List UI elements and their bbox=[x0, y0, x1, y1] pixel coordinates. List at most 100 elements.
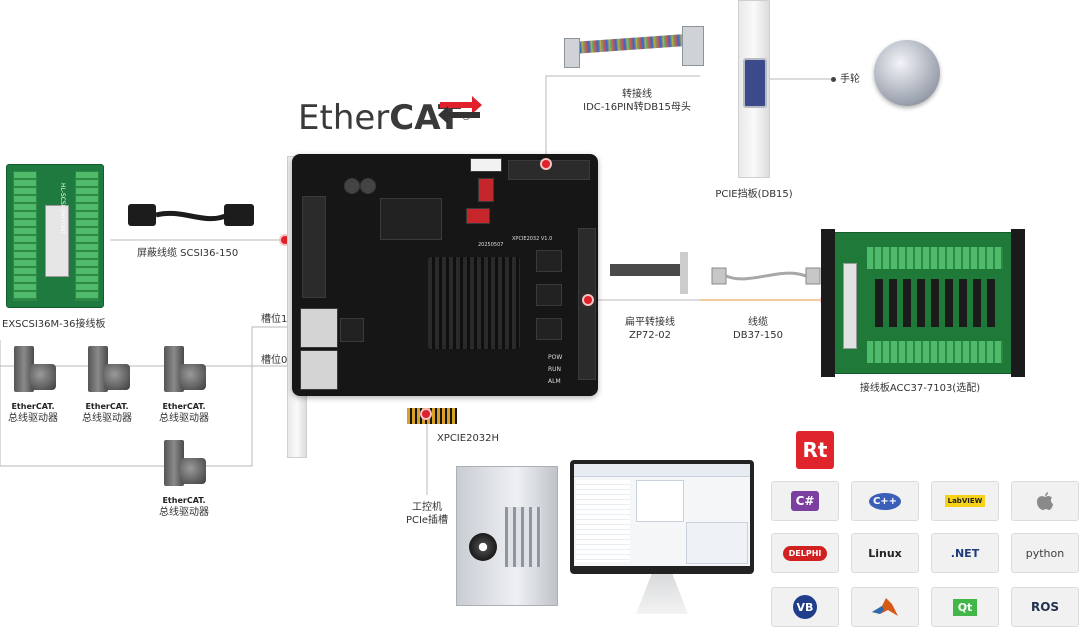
acc37-label: 接线板ACC37-7103(选配) bbox=[859, 383, 981, 394]
driver-2-brand: EtherCAT. bbox=[85, 402, 129, 411]
driver-2-label: 总线驱动器 bbox=[82, 413, 132, 424]
acc37-db37 bbox=[843, 263, 857, 349]
led-pow-label: POW bbox=[548, 354, 563, 361]
acc37-chips bbox=[875, 279, 999, 327]
tile-delphi: DELPHI bbox=[771, 533, 839, 573]
adapter-label-line1: 转接线 bbox=[622, 89, 652, 100]
tile-vb-text: VB bbox=[793, 595, 817, 619]
slot1-label: 槽位1 bbox=[261, 314, 288, 325]
ipc-tower bbox=[456, 466, 558, 606]
cap-2 bbox=[360, 178, 376, 194]
screen-panel bbox=[686, 522, 748, 564]
adapter-label-line2: IDC-16PIN转DB15母头 bbox=[583, 102, 691, 113]
flat-cable-label-line1: 扁平转接线 bbox=[625, 317, 675, 328]
ic-2 bbox=[536, 250, 562, 272]
tile-apple bbox=[1011, 481, 1079, 521]
driver-3-brand: EtherCAT. bbox=[162, 402, 206, 411]
db-header bbox=[578, 228, 596, 380]
tile-dotnet: .NET bbox=[931, 533, 999, 573]
fpga-heatsink bbox=[428, 257, 520, 349]
slot0-label: 槽位0 bbox=[261, 355, 288, 366]
flat-cable-label-line2: ZP72-02 bbox=[629, 330, 671, 341]
tile-csharp: C# bbox=[771, 481, 839, 521]
driver-2 bbox=[88, 346, 130, 396]
ethercat-logo: EtherCAT® bbox=[298, 96, 482, 138]
driver-4-label: 总线驱动器 bbox=[159, 507, 209, 518]
db-port-dot bbox=[584, 296, 592, 304]
ic-1 bbox=[340, 318, 364, 342]
tile-linux-text: Linux bbox=[868, 546, 902, 560]
db37-cable-label-line2: DB37-150 bbox=[733, 330, 783, 341]
shield-cable-label: 屏蔽线缆 SCSI36-150 bbox=[137, 248, 239, 259]
ic-5 bbox=[380, 198, 442, 240]
flat-adapter-cable bbox=[610, 264, 688, 276]
board-date-text: 20250507 bbox=[478, 242, 504, 248]
pcie-slot-dot bbox=[422, 410, 430, 418]
driver-3 bbox=[164, 346, 206, 396]
tile-matlab bbox=[851, 587, 919, 627]
tile-ros: ROS bbox=[1011, 587, 1079, 627]
cap-1 bbox=[344, 178, 360, 194]
tile-csharp-text: C# bbox=[790, 491, 820, 511]
driver-1 bbox=[14, 346, 56, 396]
driver-4-brand: EtherCAT. bbox=[162, 496, 206, 505]
ipc-fan bbox=[469, 533, 497, 561]
ipc-label-line2: PCIe插槽 bbox=[405, 515, 449, 526]
scsi-cable bbox=[128, 204, 254, 226]
rt-logo: Rt bbox=[796, 431, 834, 469]
board-model-text: XPCIE2032 V1.0 bbox=[512, 236, 553, 242]
db37-cable-label-line1: 线缆 bbox=[748, 317, 768, 328]
exscsi-label: EXSCSI36M-36接线板 bbox=[2, 319, 106, 330]
ethercat-logo-ether: Ether bbox=[298, 98, 390, 138]
ipc-label-line1: 工控机 bbox=[412, 502, 442, 513]
monitor-screen bbox=[574, 464, 750, 566]
tile-dotnet-text: .NET bbox=[950, 546, 980, 560]
exscsi-terminal-board: HL-SCSI-36P(ON) bbox=[6, 164, 104, 308]
terminal-strip-left bbox=[13, 171, 37, 301]
dip-switch bbox=[478, 178, 494, 202]
terminal-strip-right bbox=[75, 171, 99, 301]
acc37-terminals-bottom bbox=[867, 341, 1003, 363]
acc37-terminals-top bbox=[867, 247, 1003, 269]
handwheel-icon bbox=[874, 40, 940, 106]
tile-ros-text: ROS bbox=[1030, 600, 1060, 614]
db15-connector bbox=[682, 26, 704, 66]
led-run-label: RUN bbox=[548, 366, 562, 373]
handwheel-label: 手轮 bbox=[840, 74, 860, 85]
driver-4 bbox=[164, 440, 206, 490]
ic-3 bbox=[536, 284, 562, 306]
tile-qt: Qt bbox=[931, 587, 999, 627]
ethercat-arrows-icon bbox=[438, 96, 482, 124]
flat-adapter-bracket bbox=[680, 252, 688, 294]
driver-1-label: 总线驱动器 bbox=[8, 413, 58, 424]
tile-vb: VB bbox=[771, 587, 839, 627]
scsi-header bbox=[302, 196, 326, 298]
tile-linux: Linux bbox=[851, 533, 919, 573]
tile-labview-text: LabVIEW bbox=[944, 495, 986, 507]
scsi-connector bbox=[45, 205, 69, 277]
screen-plot bbox=[636, 480, 684, 522]
driver-1-brand: EtherCAT. bbox=[11, 402, 55, 411]
idc-connector bbox=[564, 38, 580, 68]
acc37-clip-right bbox=[1011, 229, 1025, 377]
apple-icon bbox=[1037, 492, 1053, 510]
idc-db15-cable bbox=[573, 34, 685, 54]
screen-left-pane bbox=[576, 480, 630, 562]
tile-delphi-text: DELPHI bbox=[782, 545, 828, 561]
rj45-port-1 bbox=[300, 308, 338, 348]
acc37-clip-left bbox=[821, 229, 835, 377]
db37-cable bbox=[711, 267, 821, 285]
tile-python: python bbox=[1011, 533, 1079, 573]
white-connector bbox=[470, 158, 502, 172]
scsi-port-dot bbox=[281, 236, 289, 244]
acc37-board bbox=[821, 229, 1025, 377]
driver-3-label: 总线驱动器 bbox=[159, 413, 209, 424]
tile-python-text: python bbox=[1025, 546, 1065, 560]
screen-toolbar bbox=[574, 464, 750, 477]
pcie-gold-fingers bbox=[407, 408, 457, 424]
monitor-stand bbox=[636, 574, 688, 614]
rt-logo-text: Rt bbox=[802, 438, 828, 462]
tile-labview: LabVIEW bbox=[931, 481, 999, 521]
handwheel-dot bbox=[831, 77, 836, 82]
ipc-slots bbox=[505, 507, 541, 567]
